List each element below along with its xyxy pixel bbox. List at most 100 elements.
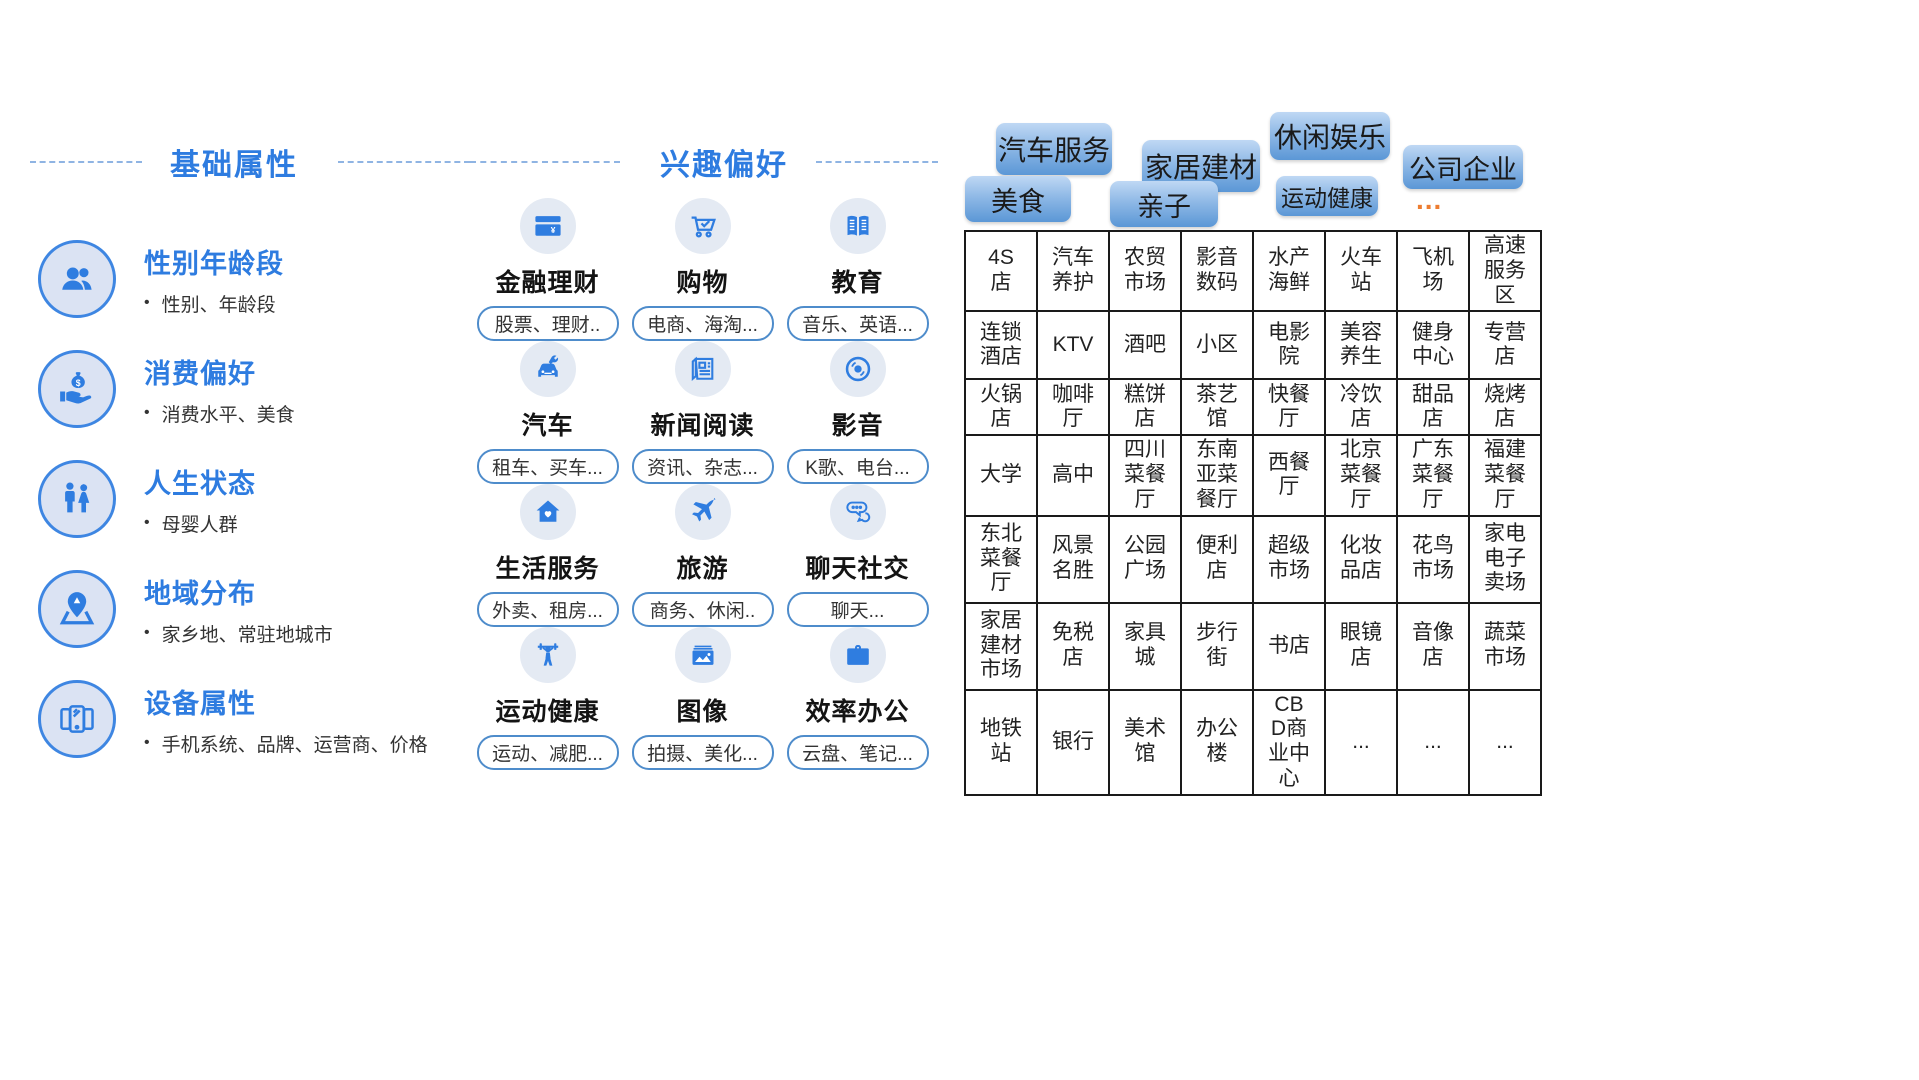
family-icon	[38, 460, 116, 538]
interest-title: 图像	[676, 698, 729, 726]
poi-cell: 酒吧	[1108, 310, 1182, 381]
basic-attribute-desc-text: 家乡地、常驻地城市	[161, 624, 333, 646]
poi-cell: KTV	[1036, 310, 1110, 381]
interest-title: 金融理财	[495, 269, 600, 297]
poi-cell: 茶艺馆	[1180, 378, 1254, 437]
basic-attribute-item: 性别年龄段•性别、年龄段	[38, 240, 284, 318]
table-row: 4S店汽车养护农贸市场影音数码水产海鲜火车站飞机场高速服务区	[964, 229, 1542, 313]
interests-panel: ¥金融理财股票、理财..购物电商、海淘...教育音乐、英语...汽车租车、买车.…	[470, 198, 938, 770]
basic-attribute-text: 性别年龄段•性别、年龄段	[144, 242, 284, 317]
interest-subtags-pill: 股票、理财..	[476, 306, 619, 341]
poi-cell: 步行街	[1180, 601, 1254, 691]
devices-icon	[38, 680, 116, 758]
poi-category-tag: 亲子	[1110, 181, 1218, 227]
interest-title: 旅游	[676, 555, 729, 583]
interest-title: 效率办公	[805, 698, 910, 726]
interest-subtags-pill: 云盘、笔记...	[786, 735, 929, 770]
basic-attribute-text: 地域分布 • 家乡地、常驻地城市	[144, 572, 333, 647]
poi-cell: 免税店	[1036, 601, 1110, 691]
poi-cell: ...	[1396, 688, 1470, 796]
money-hand-icon: $	[38, 350, 116, 428]
poi-cell: 高速服务区	[1468, 229, 1542, 313]
bullet-dot: •	[144, 624, 150, 641]
basic-attribute-text: 人生状态•母婴人群	[144, 462, 256, 537]
poi-cell: 小区	[1180, 310, 1254, 381]
basic-attribute-desc: •母婴人群	[144, 510, 256, 537]
poi-cell: 家具城	[1108, 601, 1182, 691]
poi-cell: 公园广场	[1108, 514, 1182, 604]
table-row: 大学高中四川菜餐厅东南亚菜餐厅西餐厅北京菜餐厅广东菜餐厅福建菜餐厅	[964, 434, 1542, 517]
interest-subtags-pill: 资讯、杂志...	[631, 449, 774, 484]
interest-item: 聊天社交聊天...	[780, 484, 935, 627]
bullet-dot: •	[144, 294, 150, 311]
home-icon	[519, 484, 576, 540]
bank-card-icon: ¥	[519, 198, 576, 254]
basic-attribute-desc: •手机系统、品牌、运营商、价格	[144, 730, 428, 757]
bullet-dot: •	[144, 734, 150, 751]
poi-cell: 冷饮店	[1324, 378, 1398, 437]
poi-cell: 北京菜餐厅	[1324, 434, 1398, 517]
poi-cell: 甜品店	[1396, 378, 1470, 437]
poi-cell: 眼镜店	[1324, 601, 1398, 691]
newspaper-icon	[674, 341, 731, 397]
basic-attribute-title: 地域分布	[144, 578, 256, 609]
table-row: 家居建材市场免税店家具城步行街书店眼镜店音像店蔬菜市场	[964, 601, 1542, 691]
car-repair-icon	[519, 341, 576, 397]
users-icon	[38, 240, 116, 318]
poi-cell: ...	[1324, 688, 1398, 796]
basic-attribute-item: 人生状态•母婴人群	[38, 460, 256, 538]
poi-cell: 化妆品店	[1324, 514, 1398, 604]
fitness-icon	[519, 627, 576, 683]
poi-cell: 健身中心	[1396, 310, 1470, 381]
poi-cell: 音像店	[1396, 601, 1470, 691]
basic-attribute-desc-text: 消费水平、美食	[161, 404, 295, 426]
interest-item: 图像拍摄、美化...	[625, 627, 780, 770]
interest-subtags-pill: 音乐、英语...	[786, 306, 929, 341]
poi-cell: 风景名胜	[1036, 514, 1110, 604]
poi-cell: 广东菜餐厅	[1396, 434, 1470, 517]
poi-cell: 花鸟市场	[1396, 514, 1470, 604]
location-pin-icon	[38, 570, 116, 648]
briefcase-icon	[829, 627, 886, 683]
poi-cell: 水产海鲜	[1252, 229, 1326, 313]
interest-subtags-pill: 外卖、租房...	[476, 592, 619, 627]
open-book-icon	[829, 198, 886, 254]
interest-item: ¥ 金融理财股票、理财..	[470, 198, 625, 341]
poi-category-tag: 美食	[965, 176, 1071, 222]
interest-title: 新闻阅读	[650, 412, 755, 440]
basic-attribute-desc: •消费水平、美食	[144, 400, 295, 427]
poi-cell: 农贸市场	[1108, 229, 1182, 313]
poi-cell: 汽车养护	[1036, 229, 1110, 313]
airplane-icon	[674, 484, 731, 540]
interest-item: 旅游商务、休闲..	[625, 484, 780, 627]
poi-cell: 大学	[964, 434, 1038, 517]
poi-cell: 办公楼	[1180, 688, 1254, 796]
poi-cell: 蔬菜市场	[1468, 601, 1542, 691]
poi-cell: 东南亚菜餐厅	[1180, 434, 1254, 517]
interest-subtags-pill: 租车、买车...	[476, 449, 619, 484]
basic-attributes-header: 基础属性	[30, 140, 470, 184]
poi-category-tag: 运动健康	[1276, 176, 1378, 216]
table-row: 东北菜餐厅风景名胜公园广场便利店超级市场化妆品店花鸟市场家电电子卖场	[964, 514, 1542, 604]
basic-attribute-item: 设备属性•手机系统、品牌、运营商、价格	[38, 680, 428, 758]
poi-cell: 书店	[1252, 601, 1326, 691]
poi-cell: 四川菜餐厅	[1108, 434, 1182, 517]
dashed-line	[816, 161, 938, 163]
interests-header: 兴趣偏好	[470, 140, 938, 184]
basic-attribute-item: $消费偏好•消费水平、美食	[38, 350, 295, 428]
basic-attributes-list: 性别年龄段•性别、年龄段 $消费偏好•消费水平、美食人生状态•母婴人群地域分布 • 家…	[38, 128, 478, 808]
poi-cell: 飞机场	[1396, 229, 1470, 313]
interest-item: 运动健康运动、减肥...	[470, 627, 625, 770]
poi-cell: 火锅店	[964, 378, 1038, 437]
image-icon	[674, 627, 731, 683]
interests-grid: ¥金融理财股票、理财..购物电商、海淘...教育音乐、英语...汽车租车、买车.…	[470, 198, 938, 770]
poi-cell: 4S店	[964, 229, 1038, 313]
poi-cell: 家电电子卖场	[1468, 514, 1542, 604]
interest-item: 新闻阅读资讯、杂志...	[625, 341, 780, 484]
poi-cell: 便利店	[1180, 514, 1254, 604]
disc-icon	[829, 341, 886, 397]
